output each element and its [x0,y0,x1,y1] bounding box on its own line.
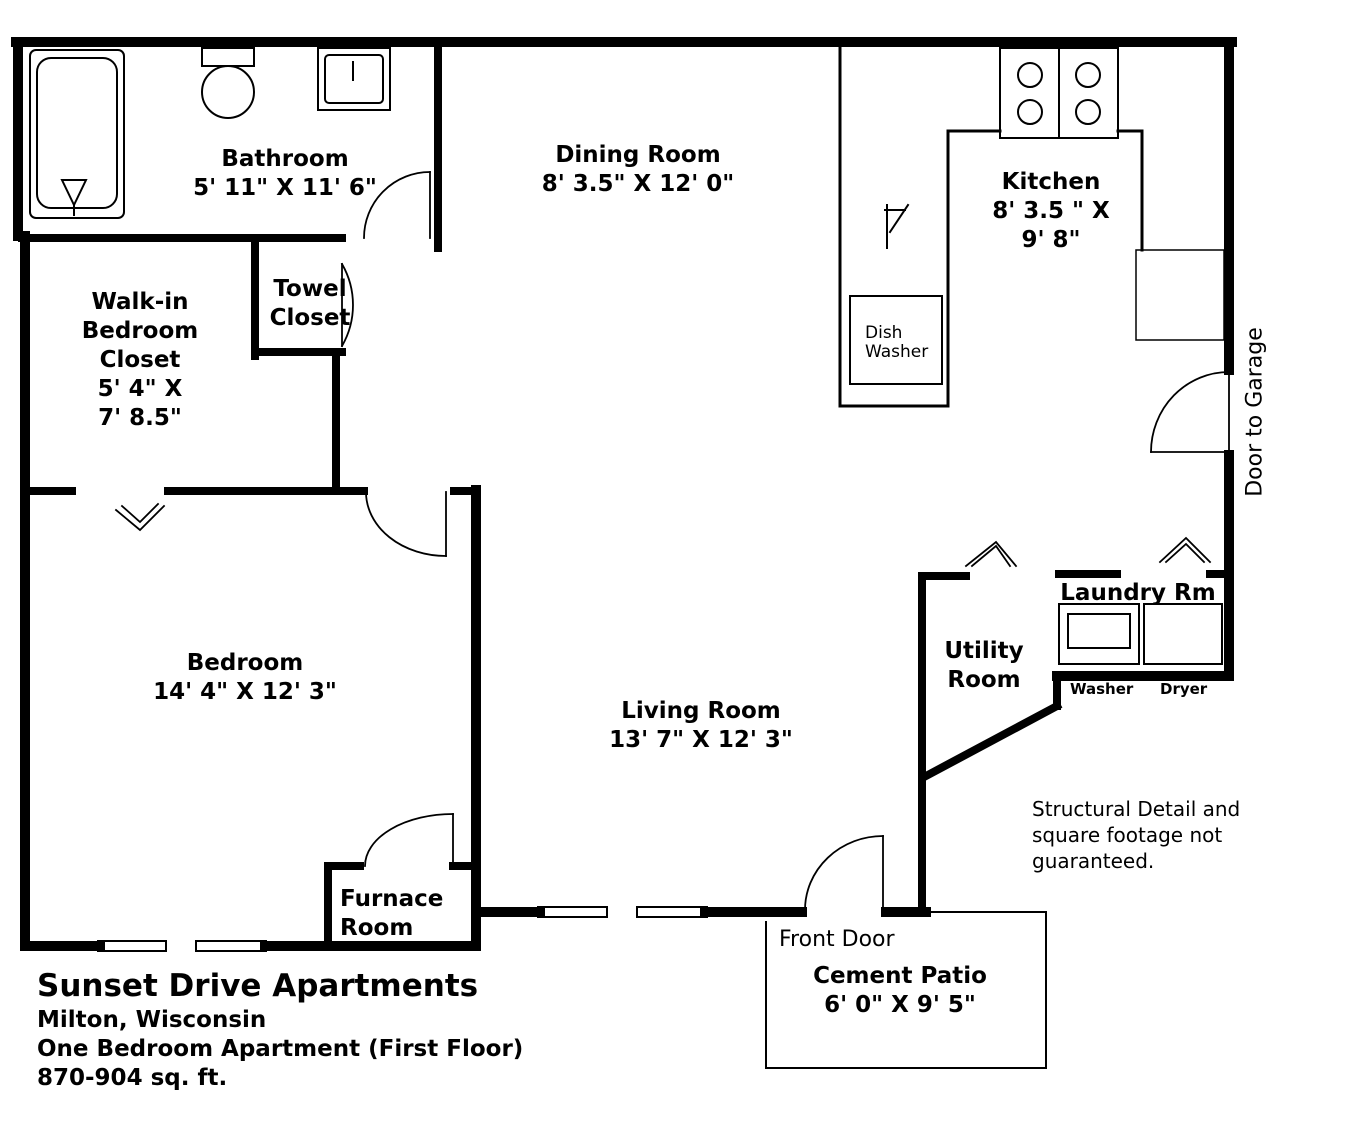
bathroom-size: 5' 11" X 11' 6" [193,175,377,201]
kitchen-counters [838,46,1225,408]
dryer-label: Dryer [1160,680,1208,698]
dining-room-label: Dining Room 8' 3.5" X 12' 0" [510,141,766,199]
windows [97,906,708,952]
laundry-appliances [1058,603,1223,665]
door-swings [114,171,1230,911]
bathroom-label: Bathroom 5' 11" X 11' 6" [160,145,410,203]
bathroom-fixtures [29,47,391,219]
disclaimer-note: Structural Detail and square footage not… [1032,796,1240,874]
bathroom-name: Bathroom [221,146,349,172]
footer-block: Sunset Drive Apartments Milton, Wisconsi… [37,966,523,1093]
stove [999,47,1119,139]
furnace-line1: Furnace [340,886,444,912]
dishwasher-line2: Washer [865,342,929,362]
kitchen-size-line1: 8' 3.5 " X [992,198,1110,224]
towel-line1: Towel [273,276,347,302]
kitchen-name: Kitchen [1001,169,1101,195]
furnace-line2: Room [340,915,414,941]
dishwasher-label: Dish Washer [865,324,928,362]
dishwasher [849,295,943,385]
location-line: Milton, Wisconsin [37,1007,267,1033]
walk-in-size-line1: 5' 4" X [97,376,183,402]
dining-room-size: 8' 3.5" X 12' 0" [541,171,735,197]
living-room-label: Living Room 13' 7" X 12' 3" [575,697,827,755]
cement-patio-label: Cement Patio 6' 0" X 9' 5" [780,962,1020,1020]
exterior-walls [11,37,1237,951]
laundry-room-label: Laundry Rm [1054,579,1222,608]
square-footage-line: 870-904 sq. ft. [37,1065,228,1091]
kitchen-label: Kitchen 8' 3.5 " X 9' 8" [970,168,1132,255]
front-door-label: Front Door [779,927,895,952]
towel-line2: Closet [269,305,351,331]
note-line1: Structural Detail and [1032,797,1241,821]
interior-walls [18,42,1233,950]
walk-in-closet-label: Walk-in Bedroom Closet 5' 4" X 7' 8.5" [60,288,220,433]
apartment-title: Sunset Drive Apartments [37,968,479,1004]
walk-in-line1: Walk-in [91,289,189,315]
living-room-size: 13' 7" X 12' 3" [609,727,793,753]
door-to-garage-label: Door to Garage [1242,327,1268,497]
note-line2: square footage not [1032,823,1223,847]
dining-room-name: Dining Room [555,142,721,168]
kitchen-size-line2: 9' 8" [1021,227,1081,253]
apartment-type-line: One Bedroom Apartment (First Floor) [37,1036,524,1062]
bedroom-label: Bedroom 14' 4" X 12' 3" [120,649,370,707]
walk-in-size-line2: 7' 8.5" [98,405,182,431]
bedroom-size: 14' 4" X 12' 3" [153,679,337,705]
kitchen-sink [884,203,910,249]
utility-line2: Room [947,667,1021,693]
utility-room-label: Utility Room [934,637,1034,695]
towel-closet-label: Towel Closet [262,275,358,333]
living-room-name: Living Room [621,698,781,724]
note-line3: guaranteed. [1032,849,1155,873]
utility-line1: Utility [944,638,1024,664]
bedroom-name: Bedroom [186,650,304,676]
walk-in-line2: Bedroom [81,318,199,344]
walk-in-line3: Closet [99,347,181,373]
washer-label: Washer [1070,680,1134,698]
dishwasher-line1: Dish [865,323,903,343]
furnace-room-label: Furnace Room [340,885,460,943]
patio-name: Cement Patio [813,963,987,989]
cement-patio-outline [765,911,1047,1069]
patio-size: 6' 0" X 9' 5" [824,992,976,1018]
laundry-name: Laundry Rm [1060,580,1216,606]
